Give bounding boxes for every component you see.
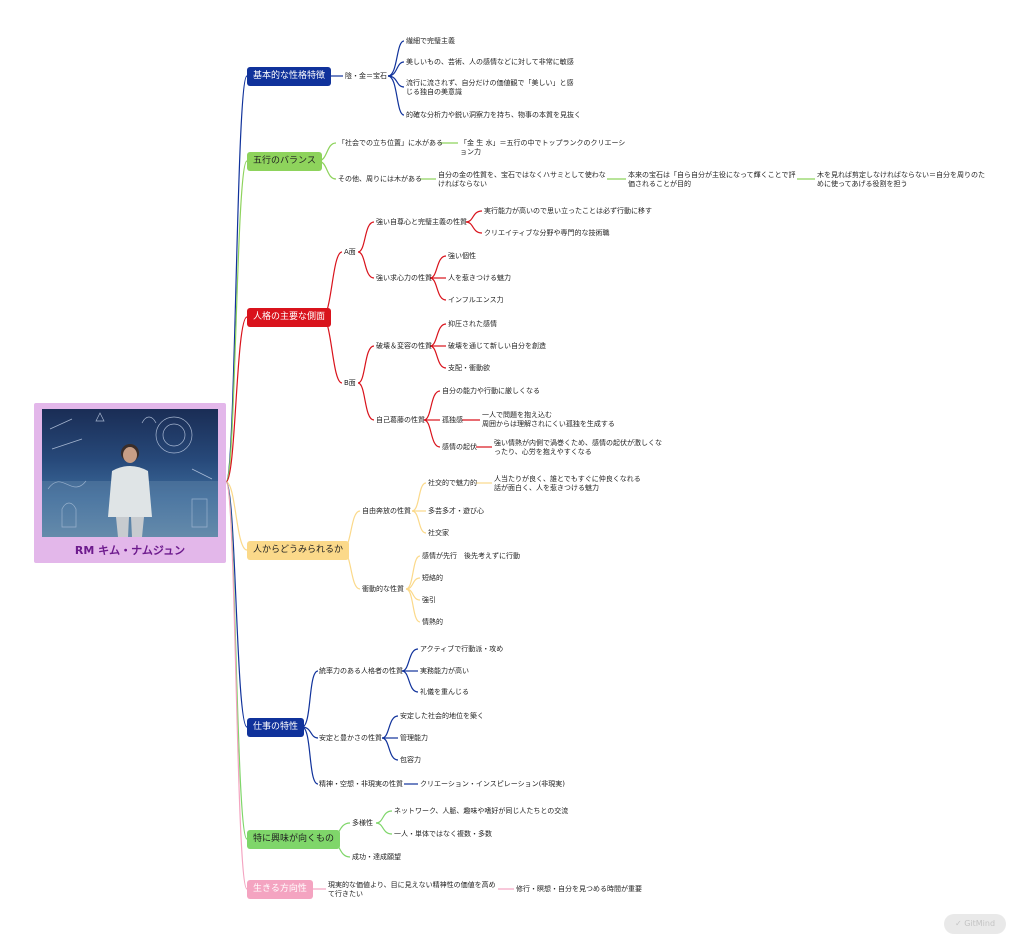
node-gogyo-scissors[interactable]: 自分の金の性質を、宝石ではなくハサミとして使わなければならない	[438, 171, 606, 188]
node-spiritual-item[interactable]: クリエーション・インスピレーション(非現実)	[420, 780, 566, 788]
node-b-destruction-item-2[interactable]: 破壊を通じて新しい自分を創造	[448, 342, 546, 350]
node-b-loneliness-2[interactable]: 周囲からは理解されにくい孤独を生成する	[482, 420, 615, 428]
node-spiritual-value[interactable]: 現実的な価値より、目に見えない精神性の価値を高めて行きたい	[328, 881, 496, 898]
node-sociable[interactable]: 社交的で魅力的	[428, 479, 477, 487]
node-leadership-item-1[interactable]: アクティブで行動派・攻め	[420, 645, 504, 653]
node-gogyo-prune-role[interactable]: 木を見れば剪定しなければならない＝自分を周りのために使ってあげる役割を担う	[817, 171, 985, 188]
category-interests[interactable]: 特に興味が向くもの	[247, 830, 341, 849]
root-title: RM キム・ナムジュン	[74, 544, 186, 557]
node-success[interactable]: 成功・達成願望	[352, 853, 401, 861]
node-free-spirit[interactable]: 自由奔放の性質	[362, 507, 411, 515]
photo-illustration	[42, 412, 218, 537]
node-side-b[interactable]: B面	[344, 379, 356, 387]
node-socialite[interactable]: 社交家	[428, 529, 449, 537]
node-a-pride-item-2[interactable]: クリエイティブな分野や専門的な技術職	[484, 229, 610, 237]
node-basic-item-3[interactable]: 流行に流されず、自分だけの価値観で「美しい」と感じる独自の美意識	[406, 79, 574, 96]
node-b-destruction-item-3[interactable]: 支配・衝動欲	[448, 364, 490, 372]
node-diversity-item-1[interactable]: ネットワーク、人脈、趣味や嗜好が同じ人たちとの交流	[394, 807, 569, 815]
node-leadership-item-2[interactable]: 実務能力が高い	[420, 667, 469, 675]
profile-photo	[42, 409, 218, 537]
node-a-centripetal-item-2[interactable]: 人を惹きつける魅力	[448, 274, 511, 282]
node-a-pride[interactable]: 強い自尊心と完璧主義の性質	[376, 218, 467, 226]
node-impulsive-item-4[interactable]: 情熱的	[422, 618, 443, 626]
category-how-perceived[interactable]: 人からどうみられるか	[247, 541, 350, 560]
category-personality-aspects[interactable]: 人格の主要な側面	[247, 308, 332, 327]
node-impulsive-item-3[interactable]: 強引	[422, 596, 436, 604]
node-impulsive[interactable]: 衝動的な性質	[362, 585, 404, 593]
node-spiritual[interactable]: 精神・空想・非現実の性質	[319, 780, 403, 788]
node-a-pride-item-1[interactable]: 実行能力が高いので思い立ったことは必ず行動に移す	[484, 207, 652, 215]
node-diversity-item-2[interactable]: 一人・単体ではなく複数・多数	[394, 830, 492, 838]
node-b-conflict-loneliness[interactable]: 孤独感	[442, 416, 463, 424]
gitmind-logo: ✓ GitMind	[944, 914, 1006, 934]
node-side-a[interactable]: A面	[344, 248, 356, 256]
node-leadership[interactable]: 統率力のある人格者の性質	[319, 667, 403, 675]
node-versatile[interactable]: 多芸多才・遊び心	[428, 507, 484, 515]
node-impulsive-item-2[interactable]: 短絡的	[422, 574, 443, 582]
node-meditation[interactable]: 修行・瞑想・自分を見つめる時間が重要	[516, 885, 642, 893]
node-b-loneliness-1[interactable]: 一人で問題を抱え込む	[482, 411, 552, 419]
node-basic-item-4[interactable]: 的確な分析力や鋭い洞察力を持ち、物事の本質を見抜く	[406, 111, 581, 119]
node-impulsive-item-1[interactable]: 感情が先行 後先考えずに行動	[422, 552, 520, 560]
node-gogyo-creation[interactable]: 「金 生 水」＝五行の中でトップランクのクリエーション力	[460, 139, 626, 156]
node-a-centripetal-item-3[interactable]: インフルエンス力	[448, 296, 504, 304]
root-node[interactable]: RM キム・ナムジュン	[34, 403, 226, 563]
node-diversity[interactable]: 多様性	[352, 819, 373, 827]
node-b-conflict-emotion[interactable]: 感情の起伏	[442, 443, 477, 451]
node-stability[interactable]: 安定と豊かさの性質	[319, 734, 382, 742]
node-stability-item-3[interactable]: 包容力	[400, 756, 421, 764]
node-b-destruction-item-1[interactable]: 抑圧された感情	[448, 320, 497, 328]
category-gogyo-balance[interactable]: 五行のバランス	[247, 152, 322, 171]
node-basic-item-2[interactable]: 美しいもの、芸術、人の感情などに対して非常に敏感	[406, 58, 574, 66]
category-life-direction[interactable]: 生きる方向性	[247, 880, 313, 899]
node-sociable-detail[interactable]: 人当たりが良く、誰とでもすぐに仲良くなれる話が面白く、人を惹きつける魅力	[494, 475, 641, 492]
gitmind-logo-icon: ✓	[954, 919, 962, 928]
node-a-centripetal[interactable]: 強い求心力の性質	[376, 274, 432, 282]
node-gogyo-water[interactable]: 「社会での立ち位置」に水がある	[338, 139, 443, 147]
node-basic-jewel[interactable]: 陰・金＝宝石	[345, 72, 387, 80]
node-b-emotion-detail[interactable]: 強い情熱が内側で渦巻くため、感情の起伏が激しくなったり、心労を抱えやすくなる	[494, 439, 662, 456]
node-leadership-item-3[interactable]: 礼儀を重んじる	[420, 688, 469, 696]
category-basic-traits[interactable]: 基本的な性格特徴	[247, 67, 332, 86]
node-gogyo-jewel-purpose[interactable]: 本来の宝石は「自ら自分が主役になって輝くことで評価されることが目的	[628, 171, 796, 188]
node-stability-item-2[interactable]: 管理能力	[400, 734, 428, 742]
node-gogyo-wood[interactable]: その他、周りには木がある	[338, 175, 422, 183]
node-b-conflict[interactable]: 自己葛藤の性質	[376, 416, 425, 424]
node-b-destruction[interactable]: 破壊＆変容の性質	[376, 342, 432, 350]
node-b-conflict-strict[interactable]: 自分の能力や行動に厳しくなる	[442, 387, 540, 395]
node-a-centripetal-item-1[interactable]: 強い個性	[448, 252, 476, 260]
node-basic-item-1[interactable]: 繊細で完璧主義	[406, 37, 455, 45]
node-stability-item-1[interactable]: 安定した社会的地位を築く	[400, 712, 484, 720]
gitmind-logo-text: GitMind	[964, 919, 996, 928]
category-work-traits[interactable]: 仕事の特性	[247, 718, 305, 737]
